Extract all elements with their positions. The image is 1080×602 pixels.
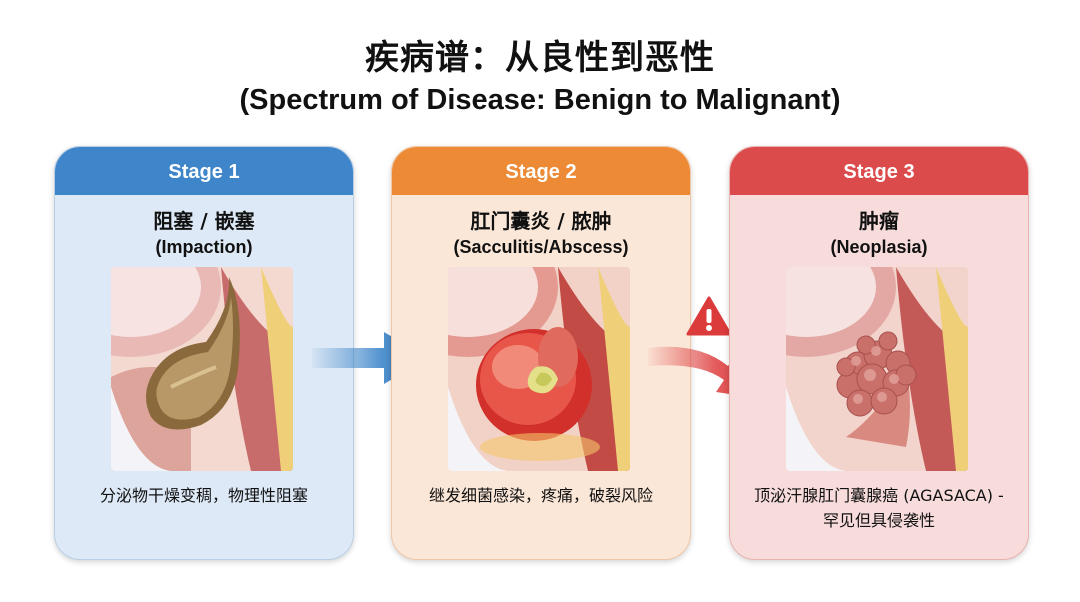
- title-chinese: 疾病谱：从良性到恶性: [0, 30, 1080, 79]
- stage-3-name-en: (Neoplasia): [730, 237, 1028, 258]
- stage-1-label: Stage 1: [55, 147, 353, 195]
- sacculitis-illustration: [448, 267, 630, 471]
- stage-1-description: 分泌物干燥变稠，物理性阻塞: [69, 483, 339, 508]
- stage-1-card: Stage 1 阻塞 / 嵌塞 (Impaction) 分泌物干燥变稠，物理性阻…: [54, 146, 354, 560]
- stage-3-name-zh: 肿瘤: [730, 205, 1028, 234]
- stage-2-description: 继发细菌感染，疼痛，破裂风险: [406, 483, 676, 508]
- stage-3-description: 顶泌汗腺肛门囊腺癌 (AGASACA) - 罕见但具侵袭性: [744, 483, 1014, 533]
- impaction-illustration: [111, 267, 293, 471]
- stage-2-label: Stage 2: [392, 147, 690, 195]
- stage-3-label: Stage 3: [730, 147, 1028, 195]
- stage-2-card: Stage 2 肛门囊炎 / 脓肿 (Sacculitis/Abscess) 继…: [391, 146, 691, 560]
- title-english: (Spectrum of Disease: Benign to Malignan…: [0, 84, 1080, 117]
- stage-2-name-zh: 肛门囊炎 / 脓肿: [392, 205, 690, 234]
- warning-icon: [686, 296, 732, 336]
- stage-3-card: Stage 3 肿瘤 (Neoplasia) 顶泌汗腺肛门囊腺癌 (AGASAC…: [729, 146, 1029, 560]
- stage-2-name-en: (Sacculitis/Abscess): [392, 237, 690, 258]
- neoplasia-illustration: [786, 267, 968, 471]
- stage-1-name-zh: 阻塞 / 嵌塞: [55, 205, 353, 234]
- stage-1-name-en: (Impaction): [55, 237, 353, 258]
